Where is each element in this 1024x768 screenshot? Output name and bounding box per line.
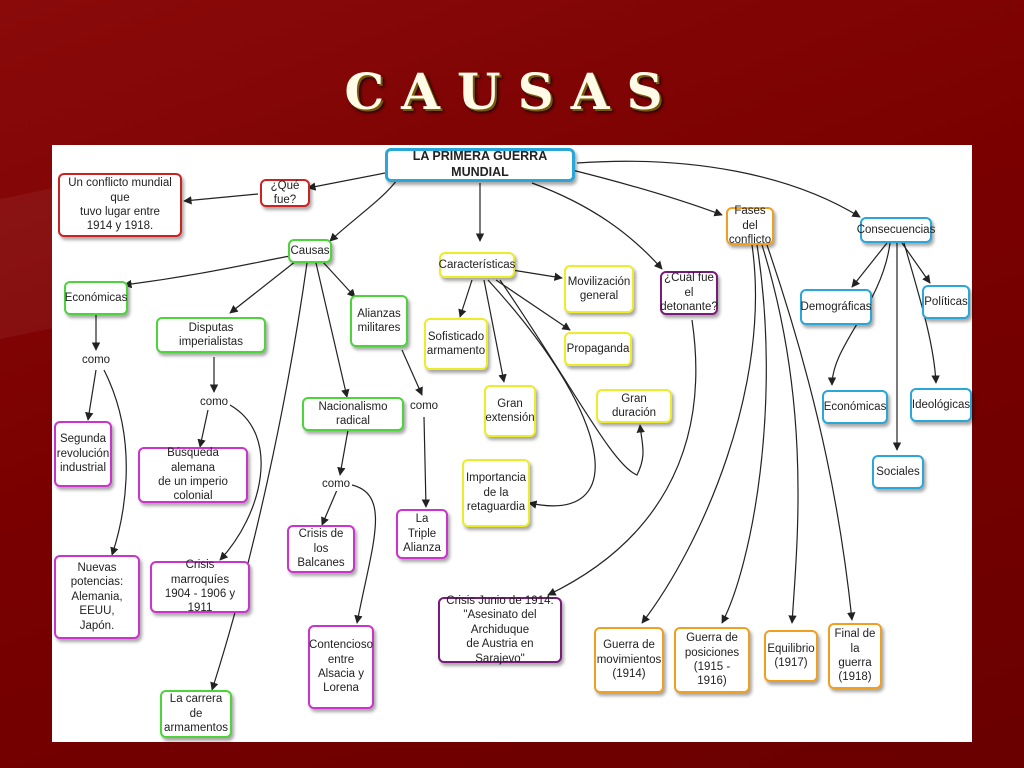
edge-fases-posiciones (721, 244, 767, 624)
contencioso-node[interactable]: Contencioso entre Alsacia y Lorena (308, 625, 374, 709)
edge-causas-carrera (210, 262, 308, 691)
que-fue-answer-node[interactable]: Un conflicto mundial que tuvo lugar entr… (58, 173, 182, 237)
concept-map-edges (85, 160, 940, 691)
triple-alianza-node[interactable]: La Triple Alianza (396, 509, 448, 559)
edge-detonante-crisis (547, 319, 697, 596)
que-fue-node[interactable]: ¿Qué fue? (260, 179, 310, 207)
edge-caract-movilizacion (511, 269, 563, 281)
gran-duracion-node[interactable]: Gran duración (596, 389, 672, 423)
edge-como-balcanes (321, 489, 338, 526)
caracteristicas-node[interactable]: Características (439, 252, 515, 278)
causas-node[interactable]: Causas (288, 239, 332, 263)
edge-root-fases (571, 169, 723, 217)
nacionalismo-radical-node[interactable]: Nacionalismo radical (302, 397, 404, 431)
fases-conflicto-node[interactable]: Fases del conflicto (726, 205, 774, 246)
edge-causas-disputas (229, 260, 297, 314)
edge-como-nuevas (103, 369, 127, 556)
gran-extension-node[interactable]: Gran extensión (484, 385, 536, 437)
disputas-como-label: como (199, 395, 229, 410)
edge-como-contencioso (351, 484, 377, 624)
edge-cons-ideologicas (903, 242, 940, 384)
consecuencias-node[interactable]: Consecuencias (857, 217, 935, 243)
edge-alianzas-como (401, 349, 423, 396)
edge-fases-movimientos (641, 244, 756, 624)
economicas-como-label: como (81, 353, 111, 368)
detonante-node[interactable]: ¿Cuál fue el detonante? (660, 271, 718, 315)
edge-caract-gran-extension (483, 279, 507, 383)
edge-caract-sofisticado (458, 279, 473, 318)
edge-como-busqueda (197, 409, 209, 448)
edge-como-triple (421, 416, 431, 508)
edge-cons-politicas (901, 242, 931, 284)
nacionalismo-como-label: como (321, 477, 351, 492)
edge-caract-importancia (487, 279, 596, 509)
edge-quefue-answer (183, 193, 259, 205)
demograficas-node[interactable]: Demográficas (800, 289, 872, 325)
edge-nacionalismo-como (337, 429, 349, 476)
carrera-armamentos-node[interactable]: La carrera de armamentos (160, 690, 232, 738)
guerra-movimientos-node[interactable]: Guerra de movimientos (1914) (594, 627, 664, 693)
root-node[interactable]: LA PRIMERA GUERRA MUNDIAL (385, 148, 575, 182)
guerra-posiciones-node[interactable]: Guerra de posiciones (1915 - 1916) (674, 627, 750, 693)
crisis-junio-1914-node[interactable]: Crisis Junio de 1914: "Asesinato del Arc… (438, 595, 562, 665)
importancia-retaguardia-node[interactable]: Importancia de la retaguardia (462, 459, 530, 527)
crisis-balcanes-node[interactable]: Crisis de los Balcanes (287, 525, 355, 573)
ideologicas-node[interactable]: Ideológicas (910, 388, 972, 422)
busqueda-alemana-node[interactable]: Búsqueda alemana de un imperio colonial (138, 447, 248, 503)
sofisticado-armamento-node[interactable]: Sofisticado armamento (424, 318, 488, 370)
edge-caract-propaganda (495, 279, 571, 331)
edge-como-segunda (85, 369, 97, 421)
edge-causas-alianzas (321, 260, 356, 298)
alianzas-como-label: como (409, 399, 439, 414)
disputas-imperialistas-node[interactable]: Disputas imperialistas (156, 317, 266, 353)
economicas-consecuencias-node[interactable]: Económicas (822, 390, 888, 424)
propaganda-node[interactable]: Propaganda (564, 332, 632, 366)
edge-fases-final (766, 244, 856, 621)
edge-fases-equilibrio (761, 244, 799, 624)
causas-economicas-node[interactable]: Económicas (64, 281, 128, 315)
alianzas-militares-node[interactable]: Alianzas militares (350, 295, 408, 347)
slide-title: CAUSAS (344, 62, 680, 121)
edge-como-crisismarroquies (219, 404, 262, 561)
nuevas-potencias-node[interactable]: Nuevas potencias: Alemania, EEUU, Japón. (54, 555, 140, 639)
sociales-node[interactable]: Sociales (872, 455, 924, 489)
edge-root-consecuencias (576, 160, 861, 218)
edge-caract-granduracion (499, 279, 645, 476)
politicas-node[interactable]: Políticas (922, 285, 970, 319)
edge-causas-nacionalismo (315, 262, 350, 398)
equilibrio-node[interactable]: Equilibrio (1917) (764, 630, 818, 682)
final-guerra-node[interactable]: Final de la guerra (1918) (828, 623, 882, 689)
edge-root-quefue (307, 172, 386, 191)
segunda-revolucion-node[interactable]: Segunda revolución industrial (54, 421, 112, 487)
edge-cons-demograficas (851, 242, 888, 288)
concept-map: LA PRIMERA GUERRA MUNDIAL ¿Qué fue? Un c… (52, 145, 972, 742)
edge-causas-economicas (123, 255, 291, 289)
movilizacion-general-node[interactable]: Movilización general (564, 265, 634, 313)
crisis-marroquies-node[interactable]: Crisis marroquíes 1904 - 1906 y 1911 (150, 559, 250, 614)
edge-root-detonante (531, 182, 663, 270)
edge-root-causas (329, 179, 398, 242)
